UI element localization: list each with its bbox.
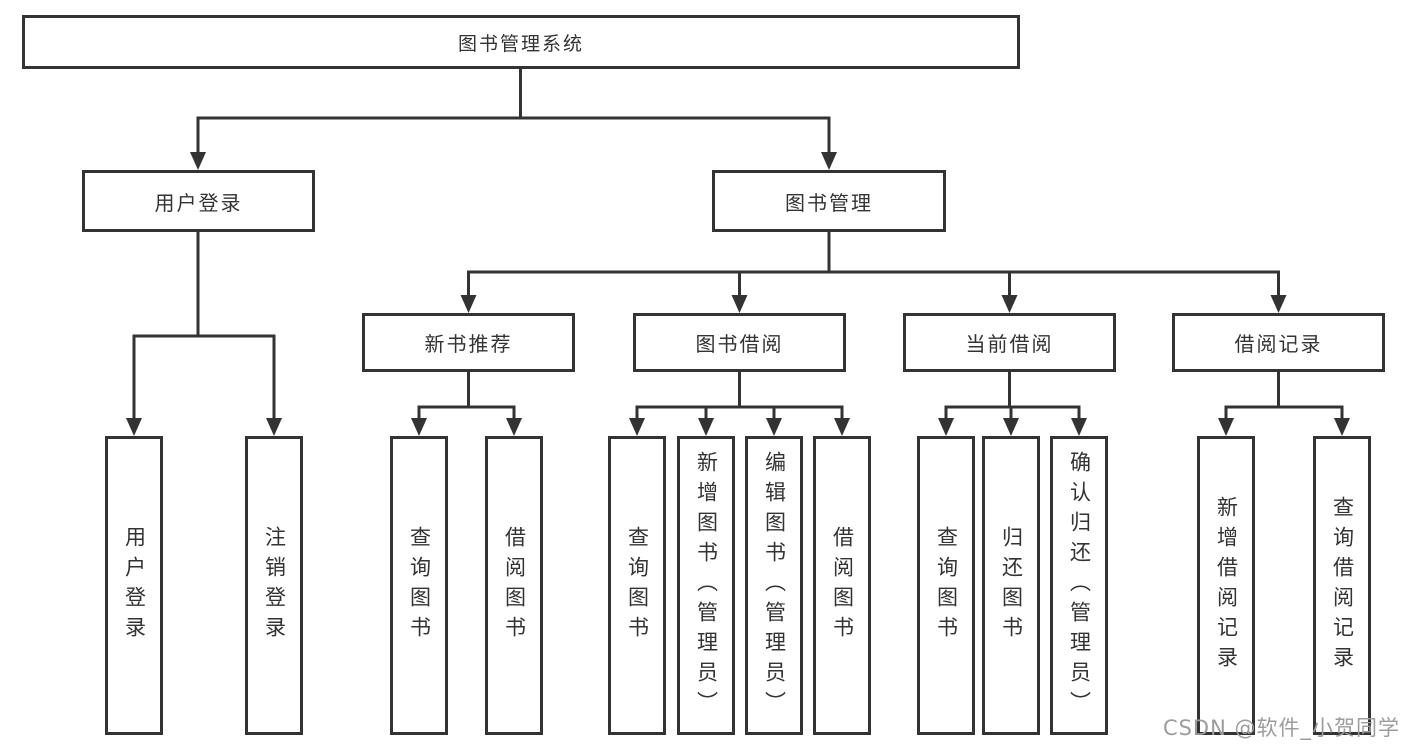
leaf-label: 新增图书（管理员） xyxy=(694,450,719,721)
node-label: 图书管理系统 xyxy=(457,32,584,55)
connector-login-to-leaves xyxy=(126,232,282,436)
leaf-label: 归还图书 xyxy=(999,525,1024,646)
leaf-label: 查询图书 xyxy=(625,525,650,646)
leaf-confirm-return-admin: 确认归还（管理员） xyxy=(1050,436,1108,735)
node-label: 当前借阅 xyxy=(965,332,1054,356)
leaf-add-borrow-record: 新增借阅记录 xyxy=(1197,436,1255,735)
leaf-label: 注销登录 xyxy=(262,525,287,646)
node-current-borrowing: 当前借阅 xyxy=(903,313,1116,372)
node-book-management-system: 图书管理系统 xyxy=(22,15,1020,69)
watermark: CSDN @软件_小贺同学 xyxy=(1162,716,1400,740)
node-book-management: 图书管理 xyxy=(712,170,946,232)
node-borrowing-records: 借阅记录 xyxy=(1172,313,1385,372)
node-label: 新书推荐 xyxy=(424,332,513,356)
node-book-borrowing: 图书借阅 xyxy=(633,313,846,372)
leaf-return-books: 归还图书 xyxy=(982,436,1040,735)
leaf-query-books: 查询图书 xyxy=(390,436,448,735)
leaf-label: 查询图书 xyxy=(407,525,432,646)
connector-current-to-leaves xyxy=(938,372,1087,436)
leaf-user-login: 用户登录 xyxy=(105,436,163,735)
node-label: 用户登录 xyxy=(154,190,243,215)
leaf-logout: 注销登录 xyxy=(245,436,303,735)
leaf-borrow-books-2: 借阅图书 xyxy=(813,436,871,735)
leaf-query-books-2: 查询图书 xyxy=(608,436,666,735)
leaf-label: 编辑图书（管理员） xyxy=(762,450,787,721)
leaf-borrow-books: 借阅图书 xyxy=(485,436,543,735)
leaf-add-books-admin: 新增图书（管理员） xyxy=(677,436,735,735)
leaf-label: 查询借阅记录 xyxy=(1330,495,1355,676)
connector-recommend-to-leaves xyxy=(411,372,522,436)
node-label: 图书管理 xyxy=(785,190,873,215)
connector-mgmt-to-level3 xyxy=(460,232,1287,313)
node-new-book-recommendation: 新书推荐 xyxy=(362,313,575,372)
node-user-login: 用户登录 xyxy=(82,170,315,232)
connector-borrow-to-leaves xyxy=(629,372,850,436)
leaf-label: 确认归还（管理员） xyxy=(1067,450,1092,721)
leaf-label: 借阅图书 xyxy=(502,525,527,646)
connector-root-to-level2 xyxy=(190,68,837,170)
connector-records-to-leaves xyxy=(1218,372,1350,436)
node-label: 图书借阅 xyxy=(695,332,784,356)
node-label: 借阅记录 xyxy=(1234,332,1323,356)
leaf-edit-books-admin: 编辑图书（管理员） xyxy=(745,436,803,735)
leaf-label: 新增借阅记录 xyxy=(1214,495,1239,676)
leaf-query-borrow-record: 查询借阅记录 xyxy=(1313,436,1371,735)
leaf-label: 查询图书 xyxy=(934,525,959,646)
leaf-query-books-3: 查询图书 xyxy=(917,436,975,735)
leaf-label: 用户登录 xyxy=(122,525,147,646)
leaf-label: 借阅图书 xyxy=(830,525,855,646)
